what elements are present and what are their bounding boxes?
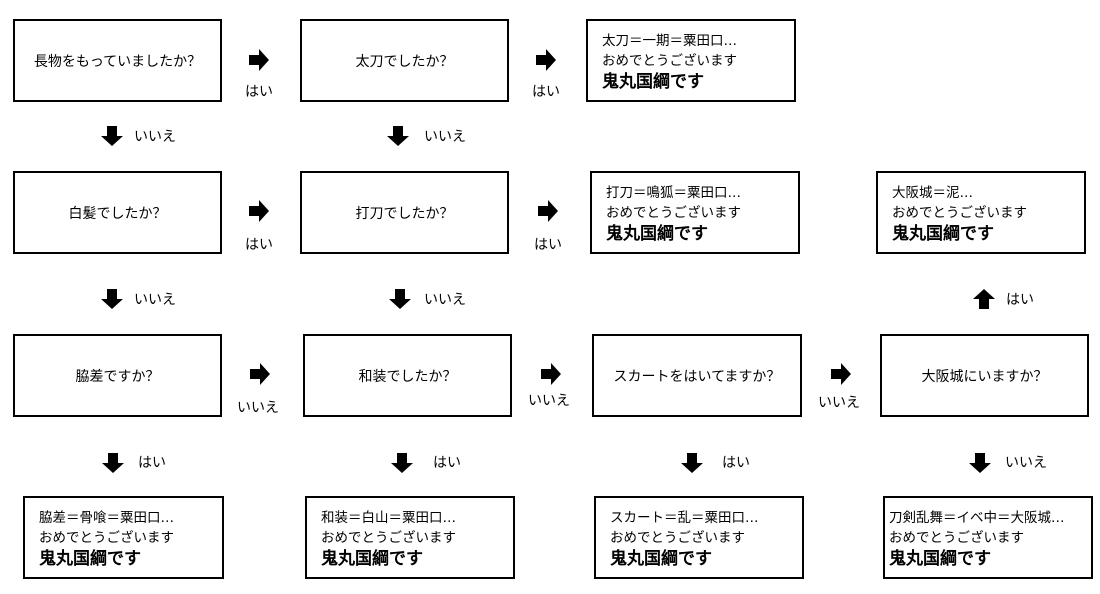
question-text: 長物をもっていましたか？ <box>33 53 202 70</box>
result-line: 打刀＝鳴狐＝粟田口… <box>606 185 741 201</box>
result-line: 刀剣乱舞＝イベ中＝大阪城… <box>889 510 1065 526</box>
arrow-right-icon <box>536 49 556 71</box>
arrow-down-icon <box>389 289 411 309</box>
arrow-right-icon <box>831 363 851 385</box>
result-event: 刀剣乱舞＝イベ中＝大阪城… おめでとうございます 鬼丸国綱です <box>883 496 1093 579</box>
label-yes: はい <box>532 84 560 100</box>
result-title: 鬼丸国綱です <box>889 549 991 569</box>
question-japanese-clothes: 和装でしたか？ <box>303 334 512 417</box>
label-no: いいえ <box>528 393 570 409</box>
result-line: 脇差＝骨喰＝粟田口… <box>39 510 174 526</box>
question-osaka: 大阪城にいますか？ <box>880 334 1089 417</box>
question-text: 打刀でしたか？ <box>355 205 454 222</box>
label-yes: はい <box>245 237 273 253</box>
arrow-right-icon <box>250 363 270 385</box>
arrow-right-icon <box>249 49 269 71</box>
question-text: 脇差ですか？ <box>75 368 160 385</box>
arrow-right-icon <box>541 363 561 385</box>
arrow-down-icon <box>391 453 413 473</box>
result-title: 鬼丸国綱です <box>892 224 994 244</box>
label-no: いいえ <box>1005 455 1047 471</box>
result-nakigitsune: 打刀＝鳴狐＝粟田口… おめでとうございます 鬼丸国綱です <box>590 171 800 254</box>
question-text: 白髪でしたか？ <box>68 205 167 222</box>
result-line: おめでとうございます <box>606 205 741 221</box>
result-line: おめでとうございます <box>321 530 456 546</box>
question-text: スカートをはいてますか？ <box>613 368 781 385</box>
question-text: 太刀でしたか？ <box>355 53 454 70</box>
label-yes: はい <box>534 237 562 253</box>
label-yes: はい <box>138 455 166 471</box>
question-tachi: 太刀でしたか？ <box>300 19 509 102</box>
result-osaka-castle: 大阪城＝泥… おめでとうございます 鬼丸国綱です <box>876 171 1086 254</box>
result-line: おめでとうございます <box>889 530 1024 546</box>
result-line: 和装＝白山＝粟田口… <box>321 510 456 526</box>
label-no: いいえ <box>237 400 279 416</box>
arrow-right-icon <box>538 200 558 222</box>
label-yes: はい <box>722 455 750 471</box>
question-skirt: スカートをはいてますか？ <box>592 334 802 417</box>
arrow-down-icon <box>387 126 409 146</box>
question-uchigatana: 打刀でしたか？ <box>300 171 509 254</box>
label-yes: はい <box>433 455 461 471</box>
label-no: いいえ <box>818 395 860 411</box>
label-no: いいえ <box>134 129 176 145</box>
result-hakusan: 和装＝白山＝粟田口… おめでとうございます 鬼丸国綱です <box>305 496 515 579</box>
arrow-down-icon <box>101 126 123 146</box>
result-line: 大阪城＝泥… <box>892 185 973 201</box>
result-title: 鬼丸国綱です <box>606 224 708 244</box>
question-long-weapon: 長物をもっていましたか？ <box>13 19 222 102</box>
result-title: 鬼丸国綱です <box>39 549 141 569</box>
result-title: 鬼丸国綱です <box>321 549 423 569</box>
result-line: 太刀＝一期＝粟田口… <box>602 33 737 49</box>
question-text: 和装でしたか？ <box>358 368 457 385</box>
result-title: 鬼丸国綱です <box>602 72 704 92</box>
arrow-up-icon <box>973 289 995 309</box>
result-line: おめでとうございます <box>39 530 174 546</box>
arrow-down-icon <box>101 289 123 309</box>
label-no: いいえ <box>424 292 466 308</box>
question-text: 大阪城にいますか？ <box>921 368 1048 385</box>
question-white-hair: 白髪でしたか？ <box>13 171 222 254</box>
result-ichigo: 太刀＝一期＝粟田口… おめでとうございます 鬼丸国綱です <box>586 19 796 102</box>
result-line: おめでとうございます <box>892 205 1027 221</box>
label-no: いいえ <box>134 292 176 308</box>
result-line: スカート＝乱＝粟田口… <box>610 510 759 526</box>
result-line: おめでとうございます <box>610 530 745 546</box>
arrow-down-icon <box>969 453 991 473</box>
result-honebami: 脇差＝骨喰＝粟田口… おめでとうございます 鬼丸国綱です <box>23 496 224 579</box>
result-midare: スカート＝乱＝粟田口… おめでとうございます 鬼丸国綱です <box>594 496 804 579</box>
question-wakizashi: 脇差ですか？ <box>13 334 222 417</box>
result-title: 鬼丸国綱です <box>610 549 712 569</box>
label-no: いいえ <box>424 129 466 145</box>
arrow-right-icon <box>249 200 269 222</box>
label-yes: はい <box>245 84 273 100</box>
label-yes: はい <box>1006 292 1034 308</box>
arrow-down-icon <box>102 453 124 473</box>
arrow-down-icon <box>681 453 703 473</box>
result-line: おめでとうございます <box>602 53 737 69</box>
